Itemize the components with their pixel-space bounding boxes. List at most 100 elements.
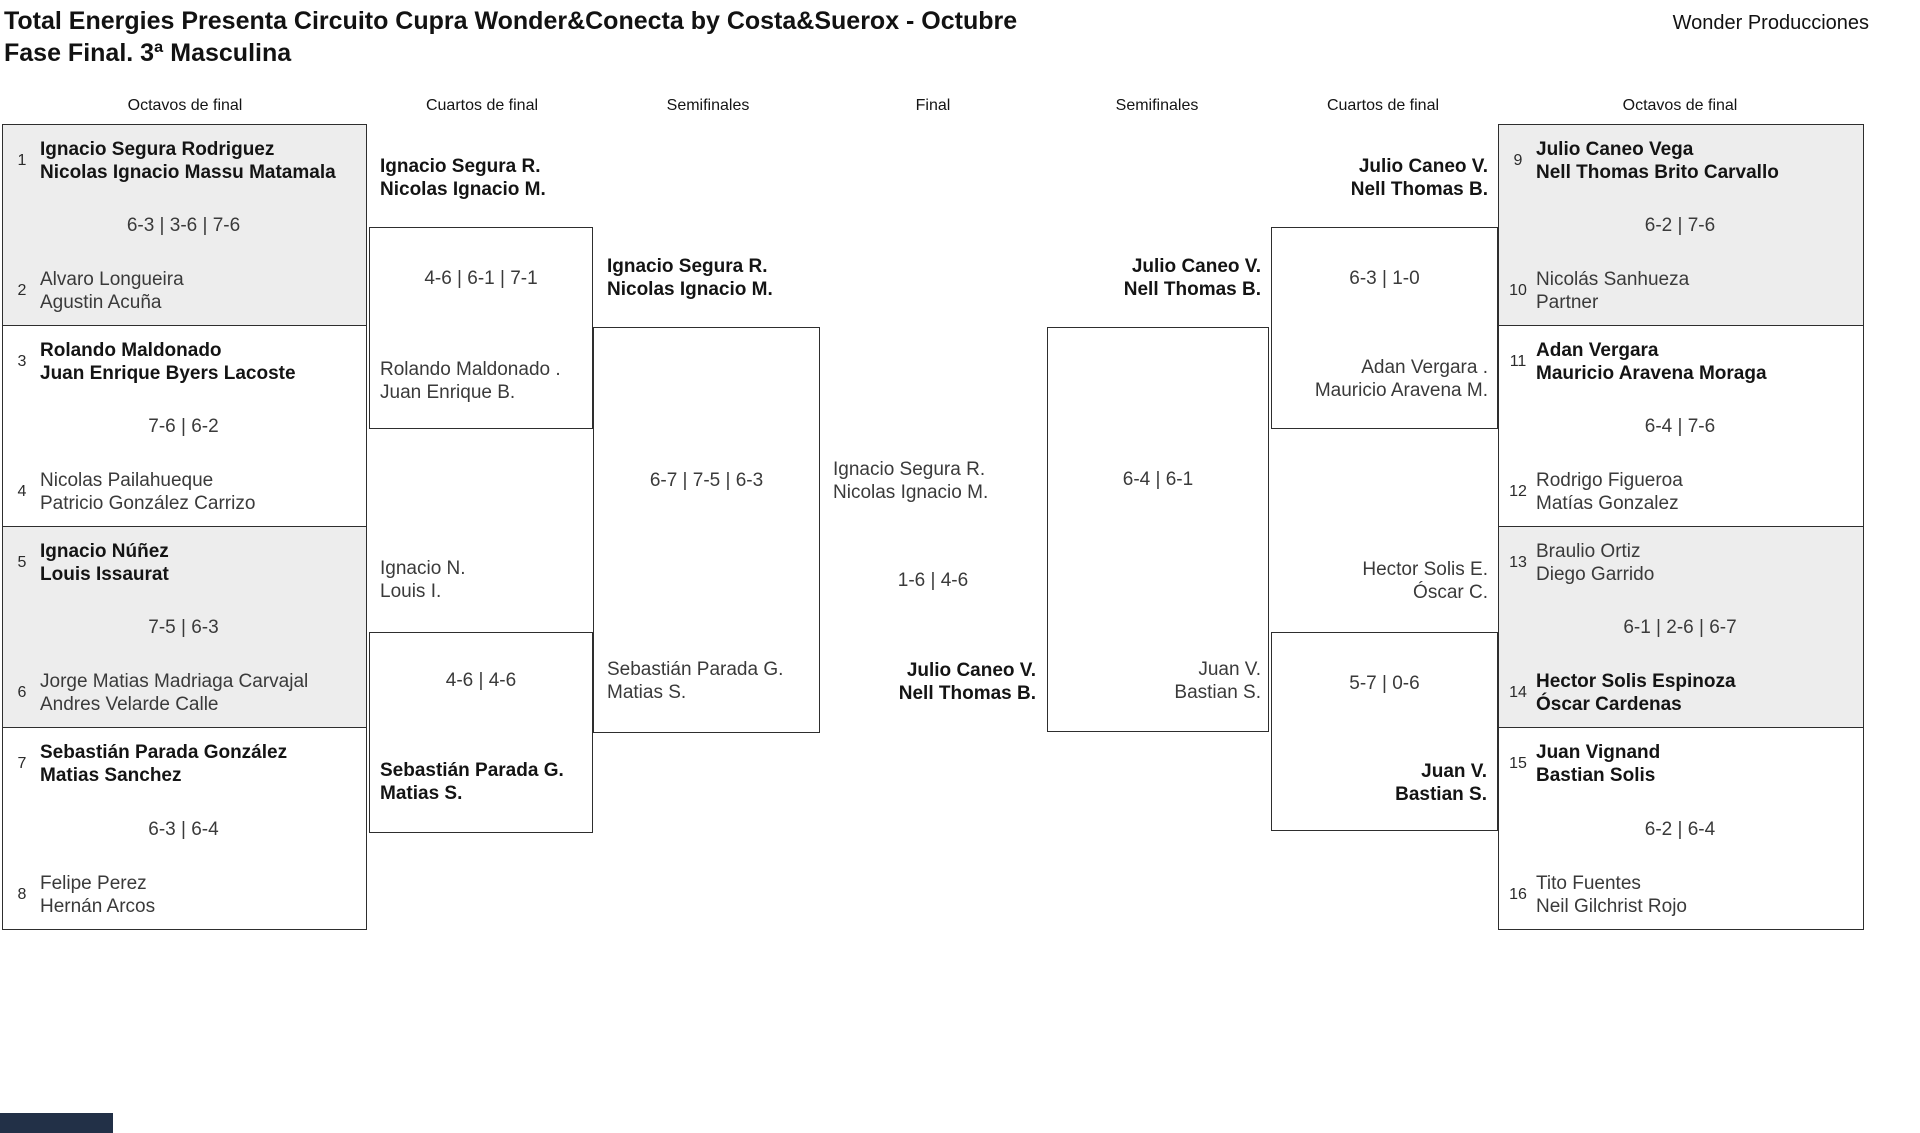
seed-number: 4 — [17, 483, 27, 500]
match-score: 6-2 | 7-6 — [1644, 215, 1716, 236]
sf-right-score: 6-4 | 6-1 — [1122, 469, 1194, 490]
qf-right-top-score: 6-3 | 1-0 — [1349, 268, 1420, 289]
qf-right-bottom-winner-label: Juan V. Bastian S. — [1395, 761, 1487, 805]
seed-number: 15 — [1509, 755, 1527, 772]
qf-right-bottom-score: 5-7 | 0-6 — [1349, 673, 1420, 694]
sf-right-box — [1047, 327, 1269, 732]
sf-right-loser-label: Juan V. Bastian S. — [1174, 659, 1261, 703]
match-score: 6-1 | 2-6 | 6-7 — [1623, 617, 1737, 638]
seed-number: 11 — [1509, 353, 1527, 370]
team-row: 6 Jorge Matias Madriaga Carvajal Andres … — [11, 670, 356, 716]
team-names: Julio Caneo Vega Nell Thomas Brito Carva… — [1536, 139, 1779, 183]
match-cell-3v4: 3 Rolando Maldonado Juan Enrique Byers L… — [3, 326, 366, 527]
seed-number: 8 — [17, 886, 27, 903]
sf-left-box — [593, 327, 820, 733]
team-row: 7 Sebastián Parada González Matias Sanch… — [11, 741, 356, 787]
qf-left-bottom-box — [369, 632, 593, 833]
qf-right-top-winner-label: Julio Caneo V. Nell Thomas B. — [1350, 156, 1488, 200]
sf-left-winner-label: Ignacio Segura R. Nicolas Ignacio M. — [607, 256, 773, 300]
match-score: 6-3 | 6-4 — [148, 818, 219, 840]
final-team1-label: Ignacio Segura R. Nicolas Ignacio M. — [833, 459, 989, 503]
team-row: 11 Adan Vergara Mauricio Aravena Moraga — [1507, 339, 1853, 385]
octavos-right-box: 9 Julio Caneo Vega Nell Thomas Brito Car… — [1498, 124, 1864, 930]
column-header-semifinales-left: Semifinales — [666, 97, 750, 114]
match-score: 7-5 | 6-3 — [148, 617, 219, 638]
title-line2: Fase Final. 3ª Masculina — [4, 39, 292, 67]
match-cell-13v14: 13 Braulio Ortiz Diego Garrido 6-1 | 2-6… — [1499, 527, 1863, 728]
column-header-final: Final — [915, 97, 951, 114]
team-row: 9 Julio Caneo Vega Nell Thomas Brito Car… — [1507, 138, 1853, 184]
team-names: Hector Solis Espinoza Óscar Cardenas — [1536, 671, 1736, 715]
match-cell-1v2: 1 Ignacio Segura Rodriguez Nicolas Ignac… — [3, 125, 366, 326]
seed-number: 6 — [17, 684, 27, 701]
team-row: 14 Hector Solis Espinoza Óscar Cardenas — [1507, 670, 1853, 716]
team-names: Jorge Matias Madriaga Carvajal Andres Ve… — [40, 671, 309, 715]
qf-left-top-score: 4-6 | 6-1 | 7-1 — [424, 268, 538, 289]
match-score: 6-4 | 7-6 — [1644, 416, 1716, 437]
column-header-cuartos-right: Cuartos de final — [1326, 97, 1440, 114]
match-cell-15v16: 15 Juan Vignand Bastian Solis 6-2 | 6-4 … — [1499, 728, 1863, 929]
match-score: 7-6 | 6-2 — [148, 416, 219, 437]
team-row: 15 Juan Vignand Bastian Solis — [1507, 741, 1853, 787]
team-names: Ignacio Segura Rodriguez Nicolas Ignacio… — [40, 139, 336, 183]
team-row: 3 Rolando Maldonado Juan Enrique Byers L… — [11, 339, 356, 385]
qf-left-bottom-score: 4-6 | 4-6 — [445, 670, 517, 691]
team-names: Felipe Perez Hernán Arcos — [40, 873, 156, 917]
seed-number: 7 — [17, 755, 27, 772]
seed-number: 3 — [17, 353, 27, 370]
team-row: 10 Nicolás Sanhueza Partner — [1507, 268, 1853, 314]
seed-number: 10 — [1509, 282, 1527, 299]
team-row: 12 Rodrigo Figueroa Matías Gonzalez — [1507, 469, 1853, 515]
team-names: Tito Fuentes Neil Gilchrist Rojo — [1536, 873, 1687, 917]
bottom-left-bar — [0, 1113, 113, 1133]
qf-left-bottom-winner-label: Sebastián Parada G. Matias S. — [380, 760, 564, 804]
qf-left-bottom-team-label: Ignacio N. Louis I. — [380, 558, 466, 602]
sf-left-loser-label: Sebastián Parada G. Matias S. — [607, 659, 784, 703]
team-row: 13 Braulio Ortiz Diego Garrido — [1507, 540, 1853, 586]
seed-number: 5 — [17, 554, 27, 571]
team-row: 16 Tito Fuentes Neil Gilchrist Rojo — [1507, 872, 1853, 918]
qf-left-top-box — [369, 227, 593, 429]
match-cell-7v8: 7 Sebastián Parada González Matias Sanch… — [3, 728, 366, 929]
qf-right-bottom-team-label: Hector Solis E. Óscar C. — [1362, 559, 1488, 603]
team-row: 2 Alvaro Longueira Agustin Acuña — [11, 268, 356, 314]
seed-number: 2 — [17, 282, 27, 299]
final-score: 1-6 | 4-6 — [897, 570, 969, 591]
seed-number: 12 — [1509, 483, 1527, 500]
match-cell-11v12: 11 Adan Vergara Mauricio Aravena Moraga … — [1499, 326, 1863, 527]
team-names: Nicolas Pailahueque Patricio González Ca… — [40, 470, 256, 514]
match-cell-5v6: 5 Ignacio Núñez Louis Issaurat 7-5 | 6-3… — [3, 527, 366, 728]
qf-right-top-loser-label: Adan Vergara . Mauricio Aravena M. — [1314, 357, 1488, 401]
sf-left-score: 6-7 | 7-5 | 6-3 — [649, 470, 764, 491]
team-row: 4 Nicolas Pailahueque Patricio González … — [11, 469, 356, 515]
column-header-semifinales-right: Semifinales — [1115, 97, 1199, 114]
page-title: Total Energies Presenta Circuito Cupra W… — [4, 5, 1017, 69]
team-names: Braulio Ortiz Diego Garrido — [1536, 541, 1655, 585]
seed-number: 9 — [1513, 152, 1523, 169]
team-names: Rodrigo Figueroa Matías Gonzalez — [1536, 470, 1683, 514]
team-names: Sebastián Parada González Matias Sanchez — [40, 742, 288, 786]
match-cell-9v10: 9 Julio Caneo Vega Nell Thomas Brito Car… — [1499, 125, 1863, 326]
qf-left-top-winner-label: Ignacio Segura R. Nicolas Ignacio M. — [380, 156, 546, 200]
qf-left-top-loser-label: Rolando Maldonado . Juan Enrique B. — [380, 359, 561, 403]
seed-number: 13 — [1509, 554, 1527, 571]
final-champion-label: Julio Caneo V. Nell Thomas B. — [898, 660, 1036, 704]
team-names: Alvaro Longueira Agustin Acuña — [40, 269, 184, 313]
column-header-cuartos-left: Cuartos de final — [425, 97, 539, 114]
column-header-octavos-left: Octavos de final — [127, 97, 243, 114]
team-names: Ignacio Núñez Louis Issaurat — [40, 541, 169, 585]
team-names: Juan Vignand Bastian Solis — [1536, 742, 1661, 786]
team-names: Rolando Maldonado Juan Enrique Byers Lac… — [40, 340, 296, 384]
octavos-left-box: 1 Ignacio Segura Rodriguez Nicolas Ignac… — [2, 124, 367, 930]
match-score: 6-3 | 3-6 | 7-6 — [126, 215, 241, 236]
qf-right-bottom-box — [1271, 632, 1498, 831]
title-line1: Total Energies Presenta Circuito Cupra W… — [4, 7, 1018, 35]
qf-right-top-box — [1271, 227, 1498, 429]
team-names: Adan Vergara Mauricio Aravena Moraga — [1536, 340, 1767, 384]
seed-number: 14 — [1509, 684, 1527, 701]
team-row: 1 Ignacio Segura Rodriguez Nicolas Ignac… — [11, 138, 356, 184]
seed-number: 16 — [1509, 886, 1527, 903]
team-names: Nicolás Sanhueza Partner — [1536, 269, 1690, 313]
seed-number: 1 — [17, 152, 27, 169]
